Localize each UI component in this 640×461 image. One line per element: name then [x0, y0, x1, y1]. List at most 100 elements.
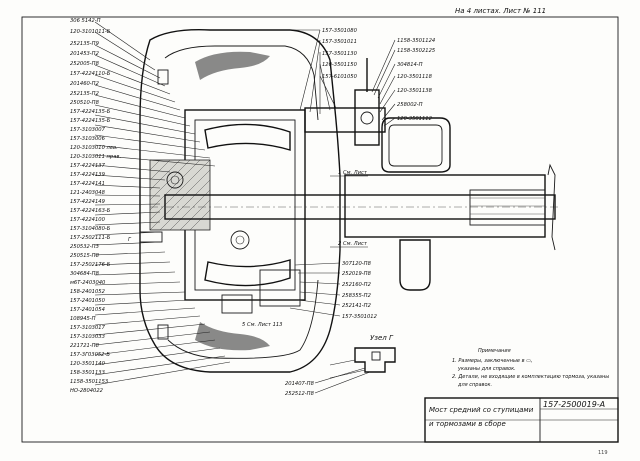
- part-label: 157-4224149: [70, 199, 105, 205]
- part-label: 120-3501112: [397, 116, 432, 122]
- hub-assembly: [139, 29, 560, 373]
- page-number: 119: [598, 450, 608, 456]
- part-label: 258002-П: [397, 102, 423, 108]
- part-label: 252135-П9: [70, 41, 99, 47]
- dimension-mark: 2 См. Лист: [338, 241, 368, 247]
- part-label: 120-3103011 прав.: [70, 154, 121, 160]
- part-label: 304814-П: [397, 62, 423, 68]
- part-label: 157-4224100: [70, 217, 106, 223]
- sheet-frame: [21, 16, 619, 443]
- part-label: 252160-П2: [342, 282, 371, 288]
- part-label: 157-4224139: [70, 172, 105, 178]
- part-label: 157-4224141: [70, 181, 105, 187]
- rim-inner-top: [164, 45, 319, 121]
- spring-bracket-inner: [388, 124, 443, 167]
- spring-bracket: [381, 117, 451, 173]
- part-label: 252141-П2: [342, 303, 371, 309]
- note-line: указаны для справок.: [457, 366, 516, 372]
- part-label: 221721-П8: [70, 343, 100, 349]
- sheet-info: На 4 листах. Лист № 111: [455, 7, 546, 15]
- part-label: 157-3501130: [322, 51, 358, 57]
- note-line: для справок.: [457, 382, 492, 388]
- part-label: 250515-П8: [70, 253, 100, 259]
- part-label: 157-2502176-Б: [70, 262, 111, 268]
- part-label: 157-3Г03052-Б: [70, 352, 110, 358]
- part-label: 201460-П2: [70, 81, 99, 87]
- part-label: 157-3103033: [70, 334, 105, 340]
- part-label: 157-3103006: [70, 136, 106, 142]
- title-line-2: и тормозами в сборе: [429, 420, 506, 428]
- bearing-outer: [166, 171, 184, 189]
- housing-section: [469, 189, 546, 226]
- title-block: Мост средний со ступицами и тормозами в …: [424, 397, 619, 443]
- camshaft-housing: [304, 107, 386, 133]
- part-label: 306 5142-П: [70, 18, 101, 24]
- part-label: 157-2401054: [70, 307, 105, 313]
- lower-bracket: [399, 239, 431, 291]
- part-label: НО-2804022: [70, 388, 103, 394]
- part-label: 158-2401052: [70, 289, 105, 295]
- part-label: 120-3101011-Б: [70, 29, 111, 35]
- notes-block: Примечания 1. Размеры, заключенные в ▭, …: [452, 348, 609, 388]
- slack-adjuster: [354, 89, 380, 146]
- tire-band-top: [195, 51, 270, 80]
- part-label: 120-3501118: [397, 74, 433, 80]
- part-label: 120-3501140: [70, 361, 106, 367]
- part-label: 252135-П2: [70, 91, 99, 97]
- note-line: 1. Размеры, заключенные в ▭,: [452, 358, 532, 364]
- part-label: 157-2502111-Б: [70, 235, 111, 241]
- part-label: 120-3103010 лев.: [70, 145, 118, 151]
- part-label: 250510-П8: [70, 100, 100, 106]
- detail-part: [354, 347, 396, 373]
- left-part-labels: 306 5142-П 120-3101011-Б 252135-П9 20145…: [70, 18, 121, 394]
- drawing-code: 157-2500019-А: [543, 400, 605, 409]
- part-label: 1158-3501124: [397, 38, 435, 44]
- housing-break: [547, 163, 556, 251]
- rim-contour: [139, 29, 341, 373]
- part-label: 157-3501080: [322, 28, 358, 34]
- notes-heading: Примечания: [478, 348, 511, 354]
- part-label: м6Т-2403040: [70, 280, 106, 286]
- part-label: 108945-П: [70, 316, 96, 322]
- part-label: 120-3501138: [397, 88, 433, 94]
- section-marker: Г: [128, 237, 132, 243]
- detail-view-title: Узел Г: [370, 334, 394, 342]
- part-label: 157-2401050: [70, 298, 106, 304]
- anchor-pin: [221, 294, 253, 314]
- wheel-nut: [157, 324, 169, 340]
- part-label: 120-3501150: [322, 62, 358, 68]
- part-label: 258355-П2: [342, 293, 371, 299]
- part-label: 157-3103017: [70, 325, 106, 331]
- brake-chamber-lower: [259, 269, 301, 307]
- part-label: 157-4224110-Б: [70, 71, 111, 77]
- brake-shoe-bottom: [204, 259, 291, 287]
- part-label: 252005-П8: [70, 61, 100, 67]
- part-label: 201453-П2: [70, 51, 99, 57]
- brake-shoe-top: [204, 123, 291, 151]
- dimension-mark: 5 См. Лист 113: [242, 322, 282, 328]
- right-mid-leaders: [289, 262, 341, 317]
- part-label: 252512-П8: [285, 391, 315, 397]
- part-label: 201407-П8: [285, 381, 315, 387]
- part-label: 157-4224137: [70, 163, 106, 169]
- note-line: 2. Детали, не входящие в комплектацию то…: [452, 374, 609, 380]
- part-label: 121-2403048: [70, 190, 106, 196]
- part-label: 157-3501011: [322, 39, 357, 45]
- detail-bolt: [371, 351, 381, 361]
- detail-view-g: Узел Г: [329, 334, 396, 379]
- part-label: 250532-П3: [70, 244, 99, 250]
- part-label: 1158-3502125: [397, 48, 436, 54]
- part-label: 157-4224135-Б: [70, 109, 111, 115]
- bearing-inner: [230, 230, 250, 250]
- part-label: 157-3104080-Б: [70, 226, 111, 232]
- right-top-part-labels: 157-3501080 157-3501011 157-3501130 120-…: [322, 28, 436, 122]
- dimension-mark: 1 См. Лист: [338, 170, 368, 176]
- part-label: 1158-3501153: [70, 379, 108, 385]
- tire-band-bottom: [195, 322, 270, 351]
- part-label: 157-3501012: [342, 314, 377, 320]
- part-label: 157-3103007: [70, 127, 106, 133]
- left-leaders: [94, 21, 231, 386]
- right-mid-part-labels: 307120-П8 252019-П8 252160-П2 258355-П2 …: [342, 261, 377, 320]
